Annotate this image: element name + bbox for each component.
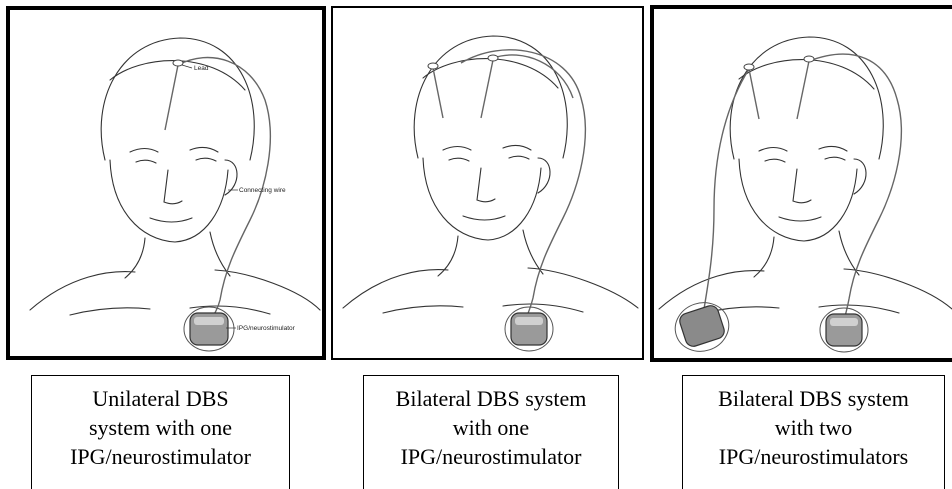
caption-line: Bilateral DBS system	[396, 384, 587, 413]
caption-bilateral-two-ipg: Bilateral DBS system with two IPG/neuros…	[682, 375, 945, 489]
caption-unilateral: Unilateral DBS system with one IPG/neuro…	[31, 375, 290, 489]
connecting-wire-label: Connecting wire	[239, 187, 286, 194]
caption-line: with one	[453, 413, 529, 442]
patient-illustration	[333, 8, 642, 358]
caption-line: IPG/neurostimulators	[719, 442, 908, 471]
bilateral-two-ipg-illustration-panel	[650, 5, 952, 362]
caption-line: IPG/neurostimulator	[401, 442, 582, 471]
patient-illustration: Lead Connecting wire IPG/neurostimulator	[10, 10, 322, 356]
caption-line: with two	[775, 413, 853, 442]
caption-bilateral-one-ipg: Bilateral DBS system with one IPG/neuros…	[363, 375, 619, 489]
left-lead-path	[433, 68, 443, 118]
patient-illustration	[654, 9, 952, 358]
left-connecting-wire-path	[704, 69, 749, 309]
head-outline	[730, 37, 883, 159]
caption-line: IPG/neurostimulator	[70, 442, 251, 471]
left-lead-path	[749, 69, 759, 119]
right-connecting-wire-path	[809, 54, 901, 324]
right-lead-path	[481, 60, 493, 118]
lead-label: Lead	[194, 65, 209, 72]
connecting-wire-path	[461, 50, 585, 323]
head-outline	[414, 36, 567, 158]
burr-hole-cap	[173, 60, 183, 66]
lead-path	[165, 65, 178, 130]
ipg-label: IPG/neurostimulator	[237, 325, 296, 332]
caption-line: Bilateral DBS system	[718, 384, 909, 413]
right-lead-path	[797, 61, 809, 119]
head-outline	[101, 38, 254, 160]
caption-line: system with one	[89, 413, 232, 442]
unilateral-illustration-panel: Lead Connecting wire IPG/neurostimulator	[6, 6, 326, 360]
caption-line: Unilateral DBS	[92, 384, 228, 413]
bilateral-one-ipg-illustration-panel	[331, 6, 644, 360]
